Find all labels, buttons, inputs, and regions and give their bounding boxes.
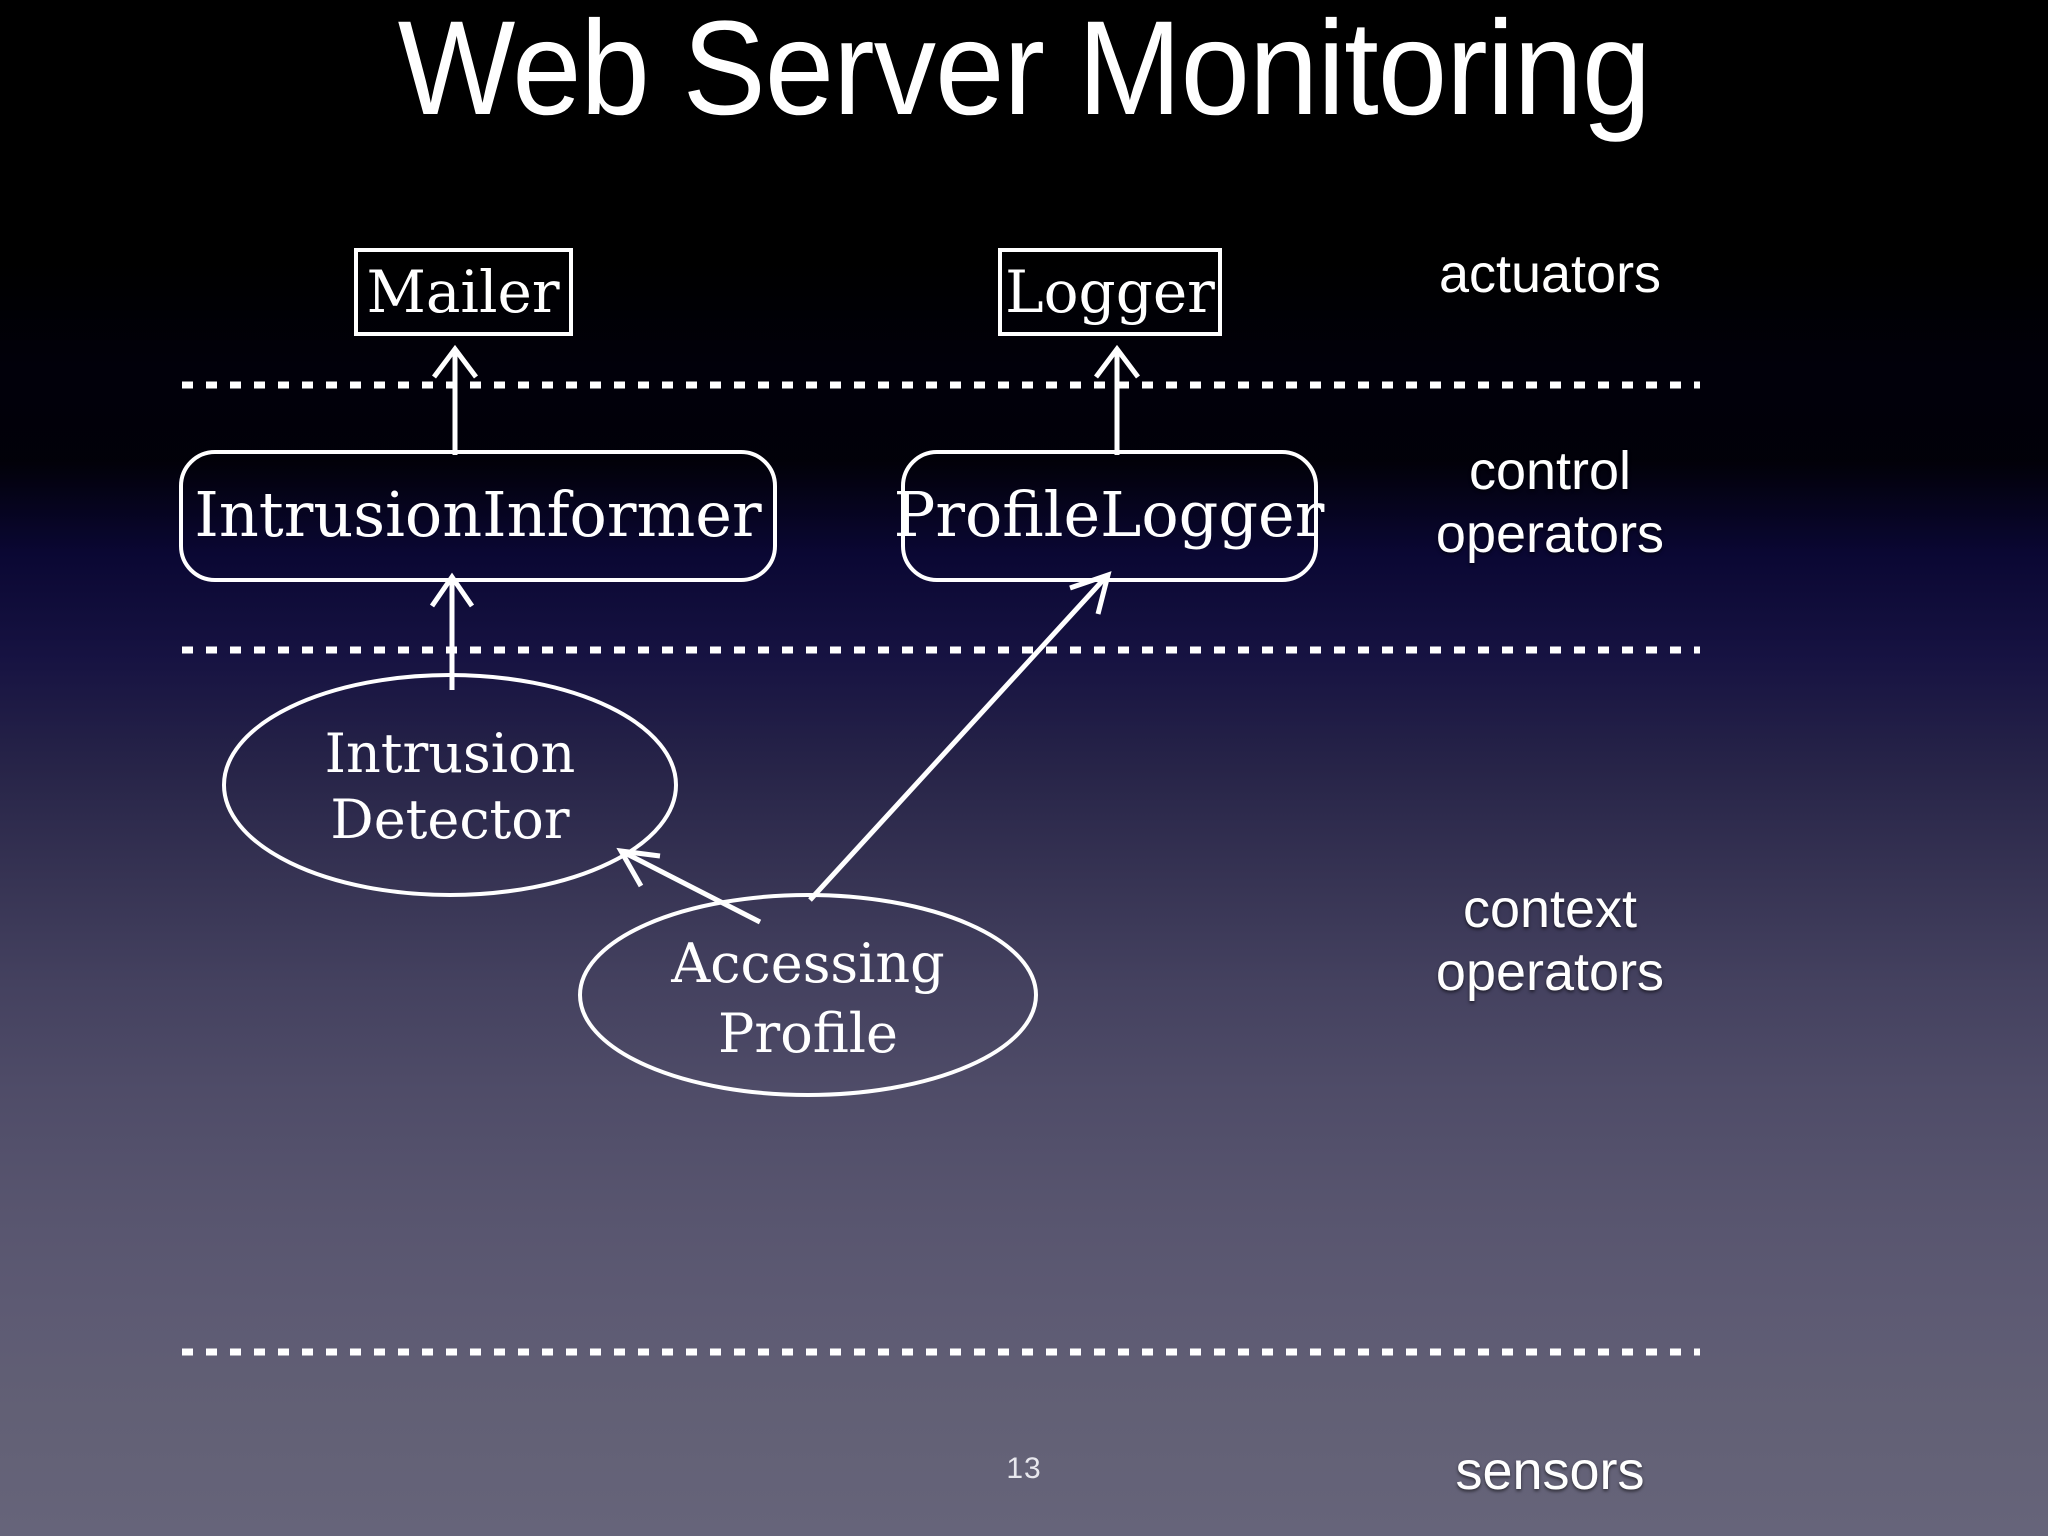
page-title: Web Server Monitoring (397, 0, 1652, 143)
page-number: 13 (1006, 1452, 1042, 1485)
node-logger-label: Logger (1005, 258, 1215, 326)
node-accessingprofile-label-line1: Accessing (670, 932, 944, 995)
node-accessingprofile-label-line2: Profile (718, 1002, 898, 1065)
zone-actuators-text: actuators (1438, 244, 1662, 304)
node-logger[interactable]: Logger (998, 248, 1222, 336)
zone-label-context-operators: context operators (1340, 878, 1760, 1003)
zone-label-control-operators: control operators (1340, 440, 1760, 565)
node-profilelogger[interactable]: ProfileLogger (894, 450, 1325, 582)
node-intrusiondetector-label-line1: Intrusion (325, 722, 576, 785)
node-accessingprofile[interactable]: Accessing Profile (578, 893, 1038, 1097)
zone-context-text-line2: operators (1435, 941, 1665, 1002)
node-intrusiondetector[interactable]: Intrusion Detector (222, 673, 678, 897)
zone-label-actuators: actuators (1340, 243, 1760, 306)
edge-intrusioninformer-to-mailer (432, 344, 478, 455)
node-mailer[interactable]: Mailer (354, 248, 573, 336)
zone-context-text-line1: context (1462, 879, 1638, 939)
zone-label-sensors: sensors (1340, 1440, 1760, 1503)
zone-sensors-text: sensors (1455, 1441, 1645, 1501)
zone-control-text-line2: operators (1435, 503, 1665, 564)
zone-control-text-line1: control (1468, 441, 1632, 501)
node-mailer-label: Mailer (366, 258, 559, 326)
edge-accessingprofile-to-intrusiondetector (616, 847, 762, 925)
node-intrusiondetector-label-line2: Detector (330, 788, 569, 851)
edge-accessingprofile-to-profilelogger (808, 571, 1112, 902)
edge-profilelogger-to-logger (1094, 344, 1140, 455)
edge-intrusiondetector-to-intrusioninformer (429, 572, 475, 690)
node-intrusioninformer-label: IntrusionInformer (194, 478, 762, 551)
node-profilelogger-label: ProfileLogger (894, 478, 1325, 551)
node-intrusioninformer[interactable]: IntrusionInformer (179, 450, 777, 582)
